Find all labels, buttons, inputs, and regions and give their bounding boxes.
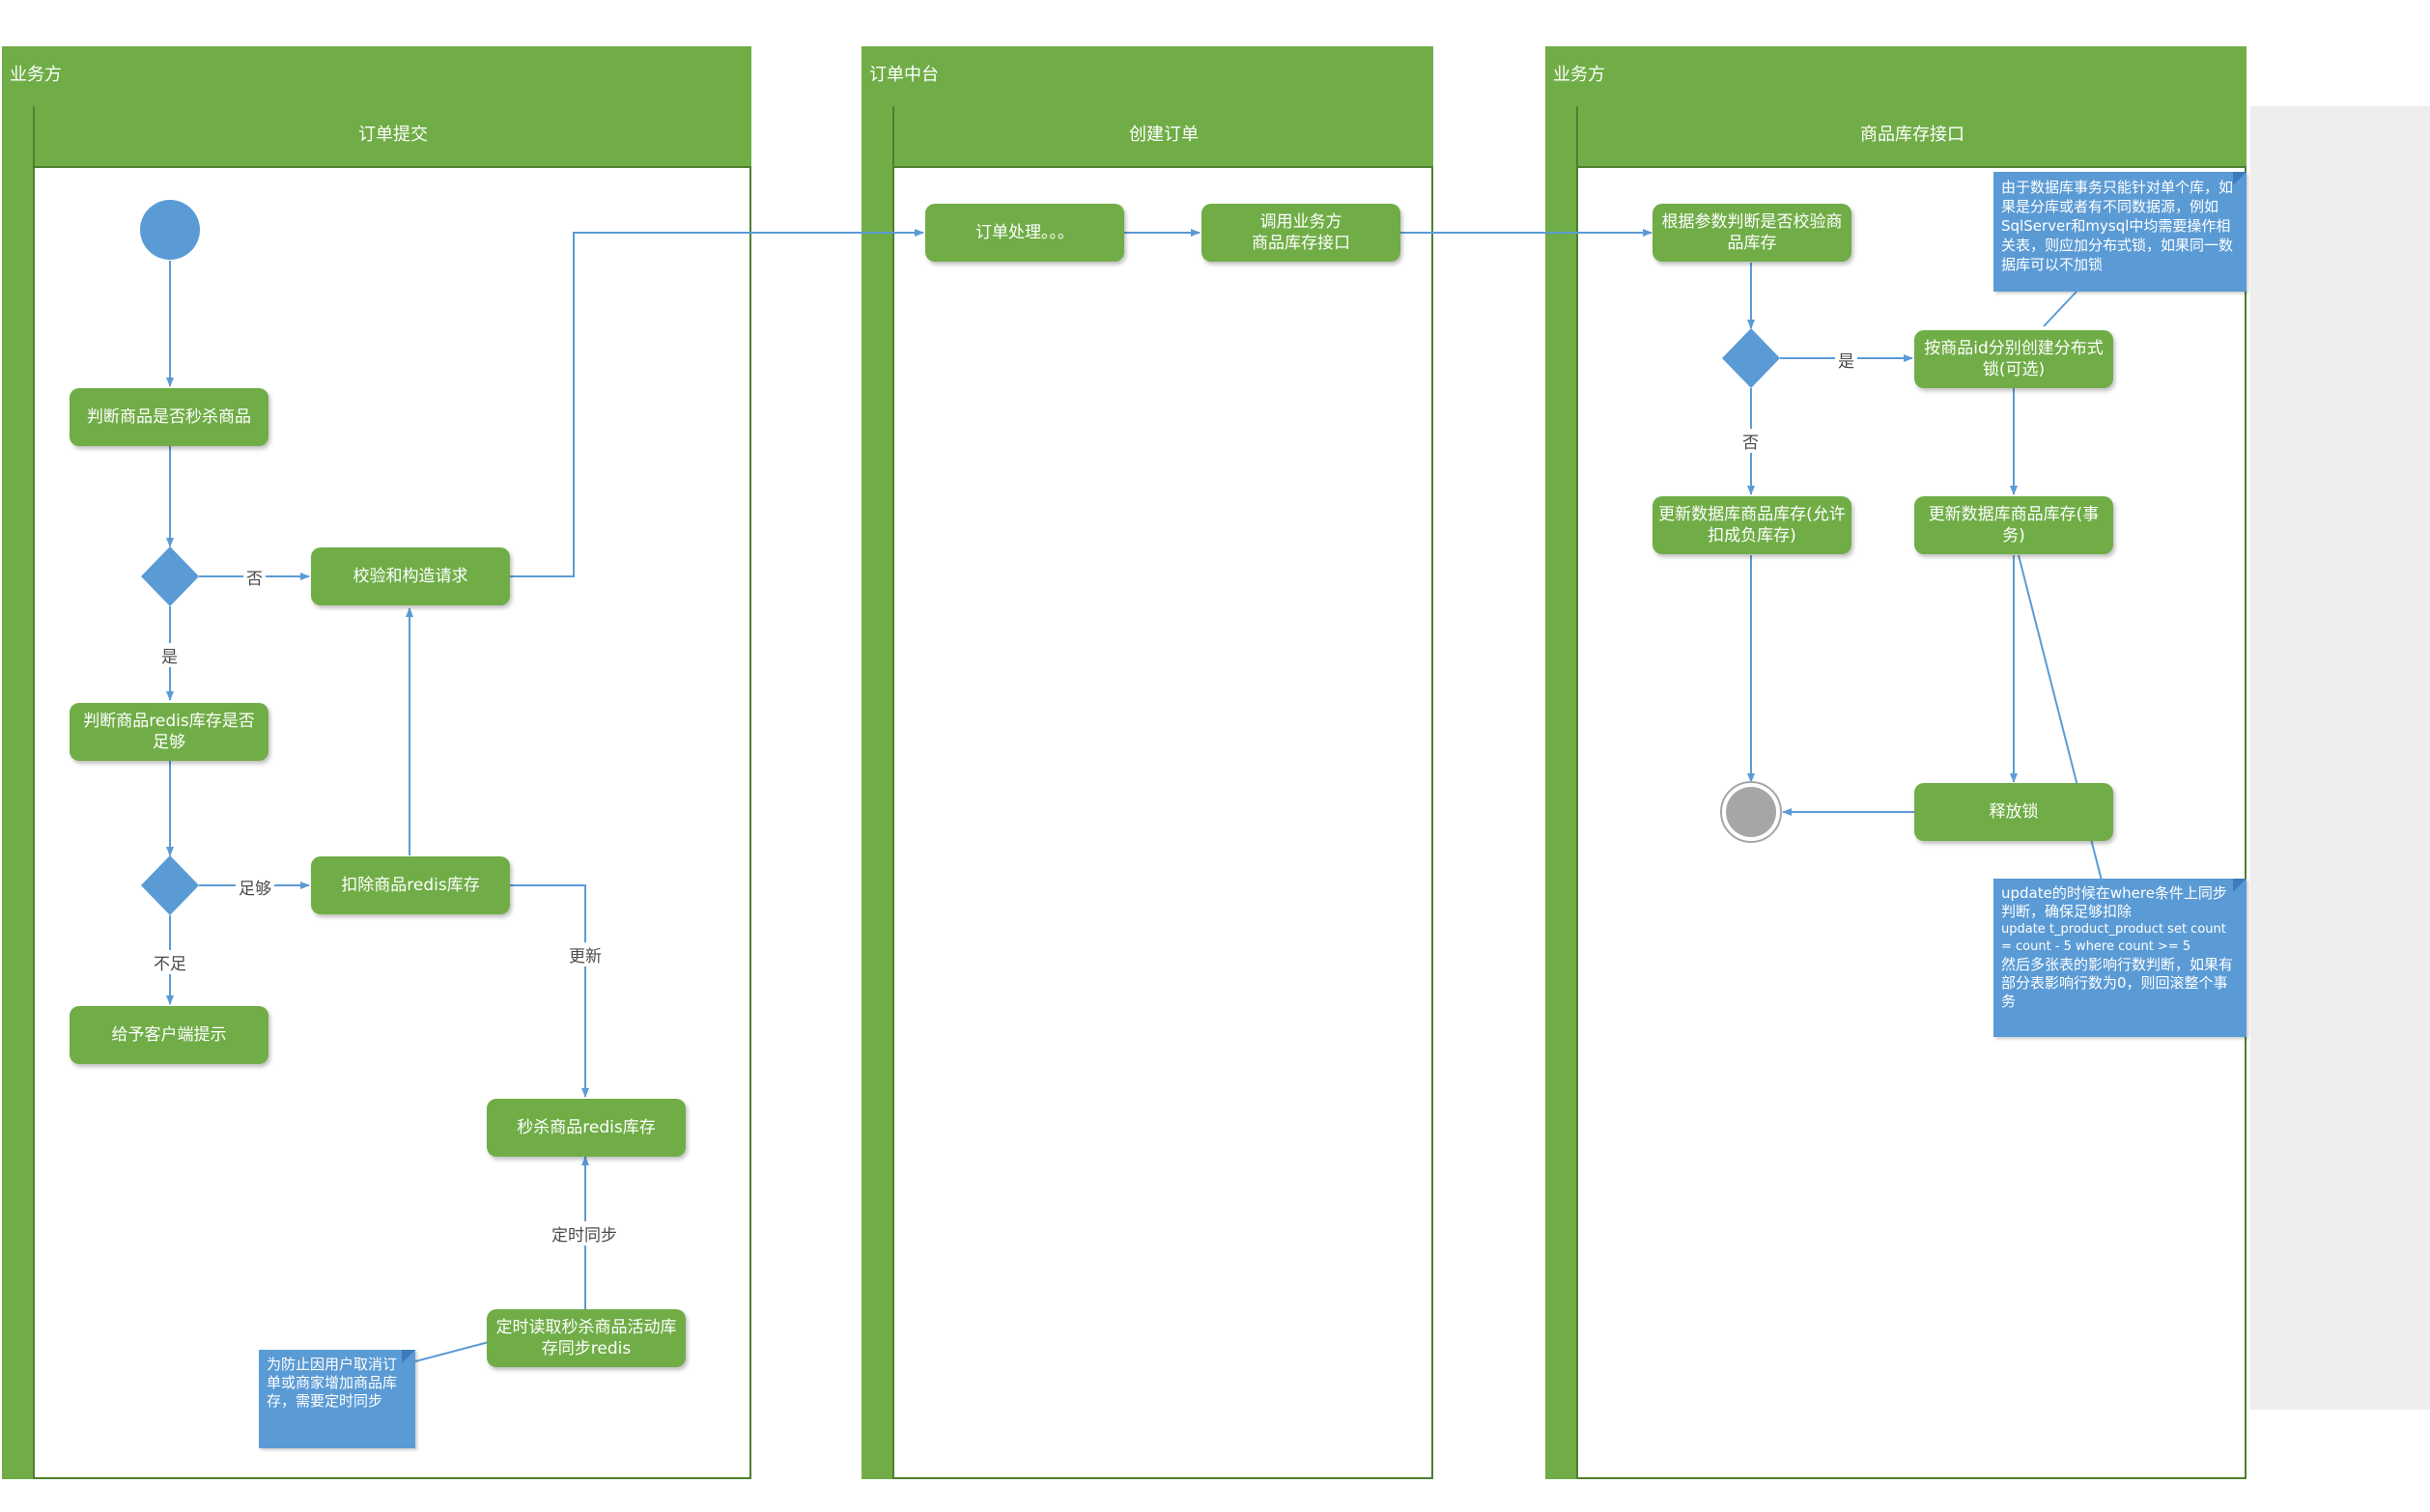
- note-timed-sync-reason: 为防止因用户取消订单或商家增加商品库存，需要定时同步: [259, 1350, 415, 1448]
- lane-title-business-left: 业务方: [2, 46, 751, 108]
- note-fold-corner: [402, 1350, 415, 1363]
- lane-strip-right: [1545, 106, 1578, 1479]
- edge-validate-to-order: [508, 229, 924, 577]
- node-deduct-redis-stock: 扣除商品redis库存: [311, 856, 510, 914]
- lane-strip-left: [2, 106, 35, 1479]
- node-timer-sync-redis: 定时读取秒杀商品活动库存同步redis: [487, 1309, 686, 1367]
- decision-redis-enough: [141, 855, 199, 915]
- edge-label-yes-1: 是: [158, 643, 181, 667]
- edge-deduct-update: [508, 884, 589, 1098]
- node-validate-request: 校验和构造请求: [311, 547, 510, 605]
- decision-is-seckill: [141, 546, 199, 606]
- lane-order-center: [862, 46, 1433, 1479]
- note-line-3: 然后多张表的影响行数判断，如果有部分表影响行数为0，则回滚整个事务: [2001, 956, 2234, 1010]
- node-check-seckill: 判断商品是否秒杀商品: [70, 388, 268, 446]
- start-node: [140, 200, 200, 260]
- node-update-db-negative: 更新数据库商品库存(允许扣成负库存): [1653, 496, 1851, 554]
- lane-title-business-right: 业务方: [1545, 46, 2246, 108]
- note-update-where-condition: update的时候在where条件上同步判断，确保足够扣除 update t_p…: [1993, 879, 2246, 1037]
- edge-label-update: 更新: [566, 942, 605, 966]
- node-call-stock-api: 调用业务方 商品库存接口: [1201, 204, 1400, 262]
- note-link-left: [414, 1341, 490, 1362]
- note-fold-corner: [2233, 172, 2246, 185]
- node-call-stock-api-line1: 调用业务方: [1259, 212, 1342, 232]
- note-line-2: update t_product_product set count = cou…: [2001, 922, 2226, 954]
- note-fold-corner: [2233, 879, 2246, 892]
- lane-strip-mid: [862, 106, 894, 1479]
- lane-subtitle-stock-api: 商品库存接口: [1576, 106, 2246, 168]
- background-panel: [2250, 106, 2430, 1410]
- edge-label-not-enough: 不足: [151, 950, 189, 974]
- end-node: [1726, 787, 1776, 837]
- node-call-stock-api-line2: 商品库存接口: [1252, 234, 1350, 253]
- edge-label-no-2: 否: [1739, 429, 1762, 453]
- node-update-db-transaction: 更新数据库商品库存(事务): [1914, 496, 2113, 554]
- edge-label-yes-2: 是: [1835, 348, 1857, 372]
- node-client-tip: 给予客户端提示: [70, 1006, 268, 1064]
- lane-subtitle-order-submit: 订单提交: [33, 106, 751, 168]
- decision-check-stock: [1722, 328, 1780, 388]
- note-link-top: [2043, 291, 2077, 327]
- note-text: 为防止因用户取消订单或商家增加商品库存，需要定时同步: [267, 1356, 398, 1410]
- edge-label-timed-sync: 定时同步: [549, 1221, 620, 1246]
- node-create-distributed-lock: 按商品id分别创建分布式锁(可选): [1914, 330, 2113, 388]
- edge-label-no-1: 否: [243, 565, 266, 589]
- note-line-1: update的时候在where条件上同步判断，确保足够扣除: [2001, 884, 2227, 920]
- node-release-lock: 释放锁: [1914, 783, 2113, 841]
- note-distributed-lock-reason: 由于数据库事务只能针对单个库，如果是分库或者有不同数据源，例如SqlServer…: [1993, 172, 2246, 292]
- node-check-param: 根据参数判断是否校验商品库存: [1653, 204, 1851, 262]
- node-order-processing: 订单处理。。。: [925, 204, 1124, 262]
- lane-title-order-center: 订单中台: [862, 46, 1433, 108]
- lane-subtitle-create-order: 创建订单: [892, 106, 1433, 168]
- lane-business-left: [2, 46, 751, 1479]
- note-text: 由于数据库事务只能针对单个库，如果是分库或者有不同数据源，例如SqlServer…: [2001, 179, 2234, 273]
- node-check-redis-stock: 判断商品redis库存是否足够: [70, 703, 268, 761]
- edge-label-enough: 足够: [236, 875, 274, 899]
- node-seckill-redis-stock: 秒杀商品redis库存: [487, 1099, 686, 1157]
